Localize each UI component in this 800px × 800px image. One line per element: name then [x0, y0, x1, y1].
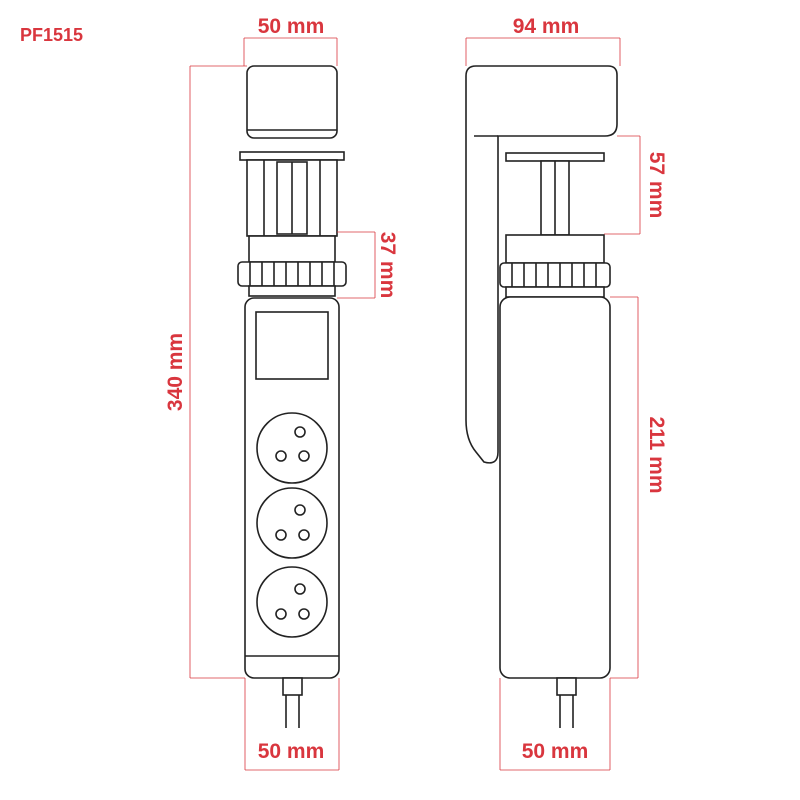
front-nut-ribs	[249, 262, 335, 286]
front-clamp-cap	[246, 65, 338, 139]
front-top-width-label: 50 mm	[258, 15, 325, 38]
socket-3	[256, 566, 328, 638]
side-nut-ribs	[511, 263, 597, 287]
front-dimensions	[189, 37, 376, 771]
front-total-height-label: 340 mm	[164, 333, 187, 411]
side-top-width-label: 94 mm	[513, 15, 580, 38]
power-switch	[255, 311, 329, 380]
front-clamp-gap-label: 37 mm	[376, 232, 399, 299]
front-nut-base	[248, 285, 336, 297]
side-knurled-nut	[499, 262, 611, 288]
model-code: PF1515	[20, 25, 83, 45]
side-nut-base	[505, 286, 605, 298]
side-view	[465, 65, 618, 728]
front-clamp-plate	[239, 151, 345, 161]
side-dimension-labels: 94 mm 57 mm 211 mm 50 mm	[513, 15, 668, 763]
front-dimension-labels: 50 mm 340 mm 37 mm 50 mm	[164, 15, 399, 763]
socket-2	[256, 487, 328, 559]
side-clamp-plate	[505, 152, 605, 162]
side-clamp-opening-label: 57 mm	[645, 152, 668, 219]
side-body-height-label: 211 mm	[645, 416, 668, 493]
socket-1	[256, 412, 328, 484]
side-clamp-frame	[465, 65, 618, 464]
front-bottom-width-label: 50 mm	[258, 740, 325, 763]
side-body	[499, 296, 611, 679]
front-clamp-neck	[248, 235, 336, 263]
side-dimensions	[465, 37, 641, 771]
side-bottom-width-label: 50 mm	[522, 740, 589, 763]
side-clamp-neck	[505, 234, 605, 264]
front-knurled-nut	[237, 261, 347, 287]
front-cable-gland	[282, 677, 303, 696]
front-view	[237, 65, 347, 728]
side-cable-gland	[556, 677, 577, 696]
